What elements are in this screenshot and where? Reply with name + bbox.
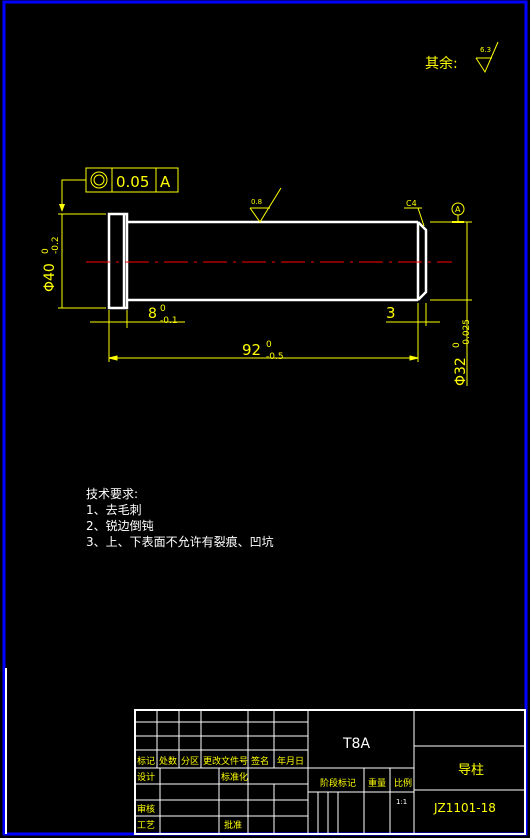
tolerance-frame [59,167,179,212]
header-date: 年月日 [277,755,304,767]
total-length-value: 92 [242,341,261,359]
header-mark: 标记 [137,755,155,767]
label-design: 设计 [137,771,155,783]
header-signature: 签名 [251,755,269,767]
total-length-upper: 0 [266,340,272,350]
scale-value: 1:1 [396,798,407,806]
label-approve: 批准 [224,819,242,831]
chamfer-length-value: 3 [386,304,396,322]
header-change-doc: 更改文件号 [203,755,248,767]
part-name-text: 导柱 [458,763,484,778]
label-weight: 重量 [368,777,386,789]
header-count: 处数 [159,755,177,767]
chamfer-length-dimension [386,303,440,362]
label-review: 审核 [137,803,155,815]
tech-req-item-1: 1、去毛刺 [86,503,142,517]
datum-label: A [455,205,461,214]
shaft-dia-lower: -0.025 [462,319,472,348]
chamfer-leader [404,207,425,227]
material-text: T8A [342,736,370,752]
roughness-general-value: 6.3 [480,46,491,54]
head-length-upper: 0 [160,304,166,314]
chamfer-label: C4 [406,199,417,208]
head-length-value: 8 [148,306,157,322]
tech-req-item-2: 2、锐边倒钝 [86,519,154,533]
shaft-diameter-dimension [430,221,472,386]
total-length-lower: -0.5 [266,352,284,362]
concentricity-icon [90,171,108,189]
head-length-dimension [90,310,185,362]
surface-label: 其余: [425,55,458,72]
header-zone: 分区 [181,756,199,767]
title-block-grid [134,709,526,835]
label-process: 工艺 [137,820,155,831]
label-scale: 比例 [394,777,412,789]
total-length-dimension [108,355,419,361]
roughness-general-icon [475,41,499,74]
head-diameter-dimension [58,213,106,309]
drawing-number-text: JZ1101-18 [433,801,496,815]
head-dia-lower: -0.2 [51,236,61,254]
tech-req-title: 技术要求: [86,487,139,501]
head-length-lower: -0.1 [160,316,178,326]
tolerance-value: 0.05 [116,173,149,191]
label-standardization: 标准化 [221,771,248,783]
shaft-diameter-text: Φ32 0 -0.025 [452,319,472,386]
roughness-shaft-value: 0.8 [251,198,262,206]
tolerance-datum-ref: A [160,173,171,191]
head-dia-prefix: Φ40 [42,263,58,292]
roughness-shaft-icon [249,187,282,223]
head-diameter-text: Φ40 0 -0.2 [41,236,61,292]
shaft-dia-prefix: Φ32 [453,357,469,386]
guide-pillar-outline [107,212,428,310]
tech-req-item-3: 3、上、下表面不允许有裂痕、凹坑 [86,535,274,549]
shaft-dia-upper: 0 [452,342,462,348]
head-dia-upper: 0 [41,248,51,254]
label-stage-mark: 阶段标记 [320,777,356,789]
